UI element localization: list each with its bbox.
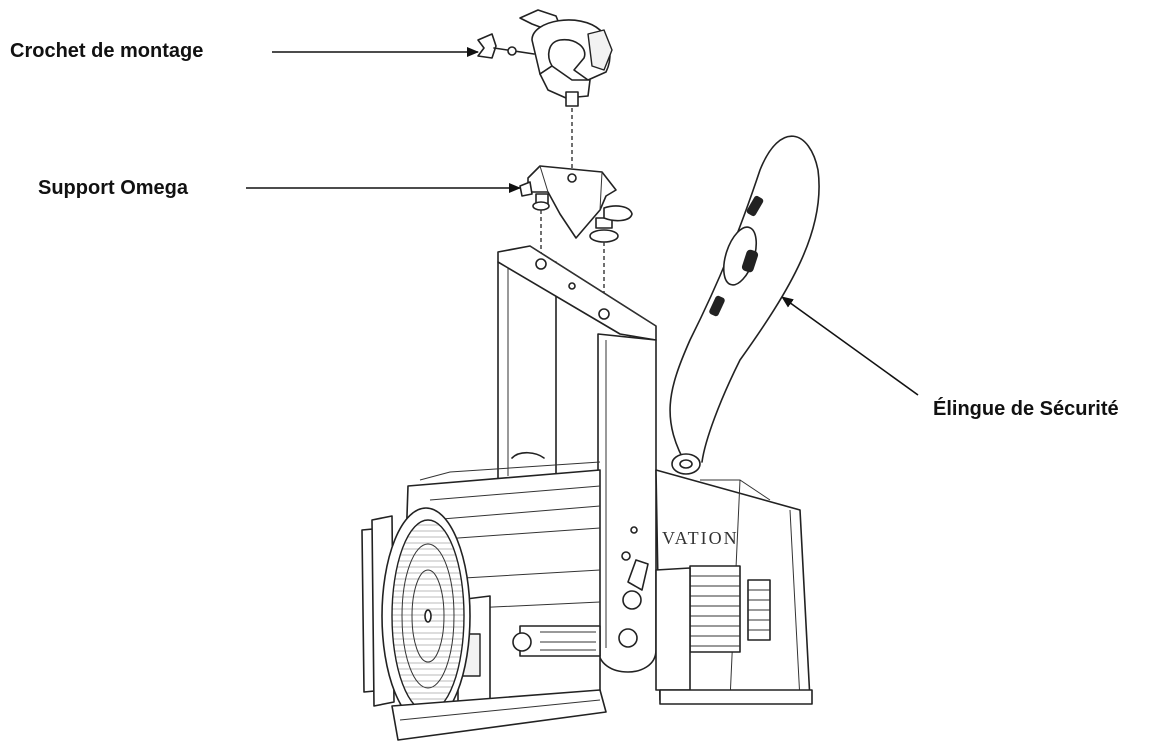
- mounting-clamp: [477, 9, 613, 107]
- label-safety-cable: Élingue de Sécurité: [933, 398, 1119, 420]
- arrow-safety-cable: [781, 296, 919, 396]
- fixture-body: VATION: [361, 453, 813, 741]
- label-omega-bracket: Support Omega: [38, 177, 189, 199]
- safety-cable: [669, 135, 820, 469]
- brand-text: VATION: [662, 528, 739, 548]
- omega-bracket: [519, 165, 633, 243]
- yoke: [497, 245, 657, 673]
- vent-grille: [689, 565, 771, 653]
- label-mounting-clamp: Crochet de montage: [10, 40, 204, 62]
- leader-arrows: [246, 47, 919, 396]
